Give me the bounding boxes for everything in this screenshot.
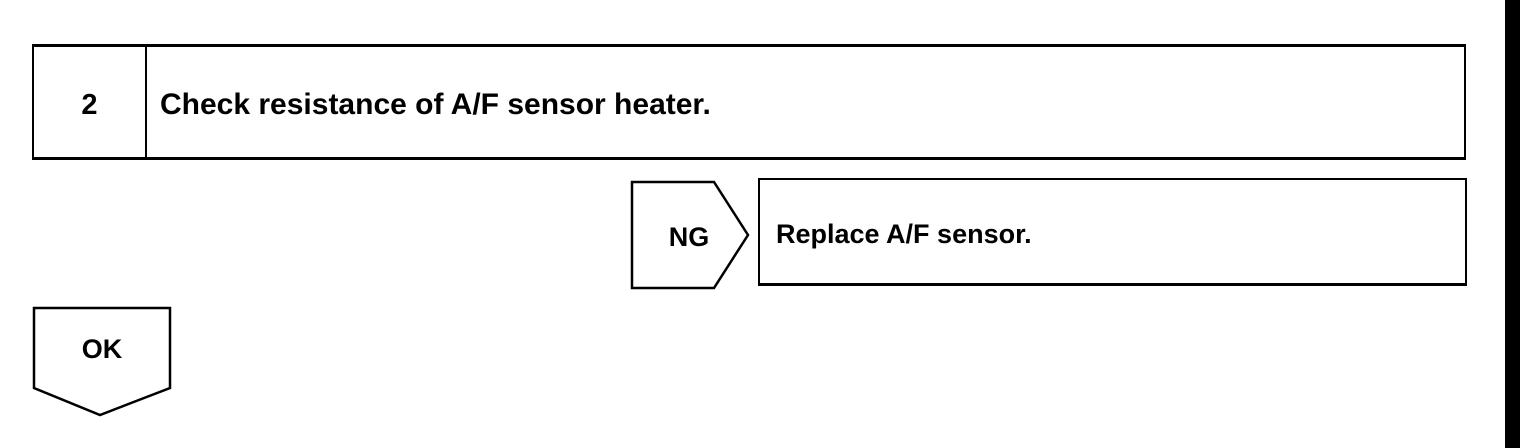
step-divider [145, 44, 147, 160]
ng-label: NG [668, 221, 710, 252]
step-number: 2 [81, 88, 98, 121]
ng-result-action: Replace A/F sensor. [776, 218, 1032, 249]
ng-arrow-tab [630, 180, 750, 290]
ok-label: OK [81, 333, 123, 364]
ok-arrow-tab [32, 306, 172, 417]
ng-result-box [758, 178, 1467, 286]
step-box [32, 44, 1466, 160]
step-instruction: Check resistance of A/F sensor heater. [160, 88, 711, 121]
page-edge-bar [1505, 0, 1520, 448]
